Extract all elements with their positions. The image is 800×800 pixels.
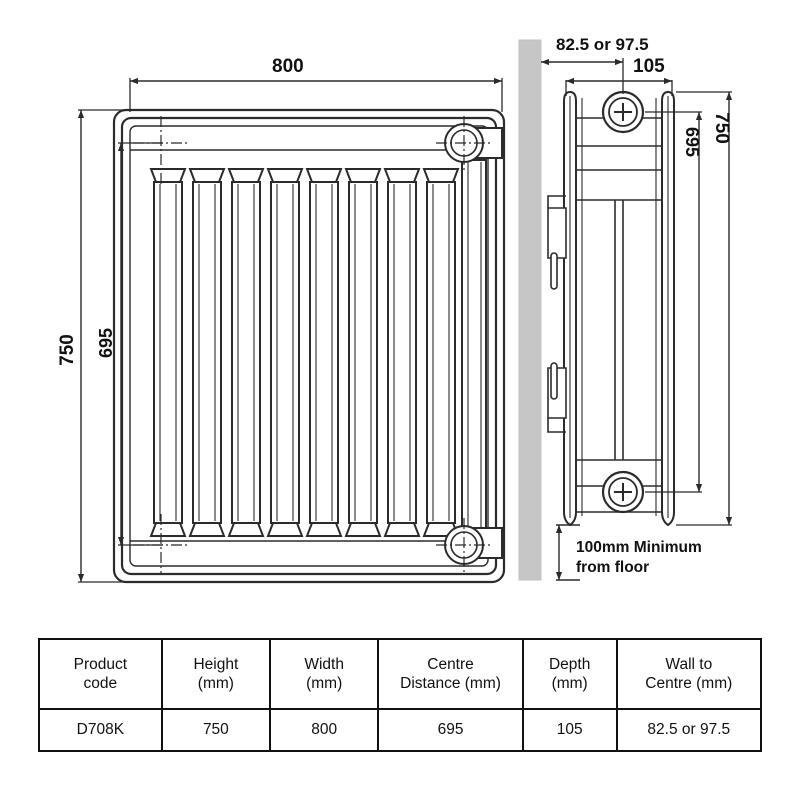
side-panel-right — [661, 90, 675, 527]
side-height-value: 750 — [711, 112, 732, 144]
dimension-centre-695: 695 — [96, 142, 163, 546]
side-bottom-port — [601, 470, 645, 514]
header-height: Height (mm) — [160, 638, 272, 710]
cell-height: 750 — [160, 708, 272, 752]
fin — [422, 168, 460, 537]
header-line1: Product — [73, 655, 128, 673]
side-top-port — [601, 90, 645, 134]
header-centre-distance: Centre Distance (mm) — [377, 638, 524, 710]
header-line2: (mm) — [551, 675, 588, 692]
front-top-port — [436, 116, 503, 171]
side-panel-left — [563, 90, 577, 527]
floor-note-line1: 100mm Minimum — [576, 539, 702, 556]
front-bottom-port — [436, 518, 503, 573]
dimension-side-height-750: 750 — [676, 91, 733, 526]
front-right-collector — [461, 159, 487, 541]
fin — [305, 168, 343, 537]
bracket-slot-upper — [550, 252, 558, 290]
dimension-height-750: 750 — [57, 109, 132, 583]
fin — [227, 168, 265, 537]
dimension-width-800: 800 — [129, 56, 503, 112]
dimension-depth-105: 105 — [565, 56, 673, 96]
fin-group — [149, 168, 460, 537]
fin — [266, 168, 304, 537]
wall-to-centre-value: 82.5 or 97.5 — [556, 35, 649, 54]
header-line1: Centre — [427, 655, 474, 673]
depth-value: 105 — [633, 56, 665, 77]
cell-width: 800 — [269, 708, 380, 752]
header-line2: (mm) — [306, 675, 343, 692]
header-depth: Depth (mm) — [521, 638, 618, 710]
fin — [344, 168, 382, 537]
dimension-wall-to-centre: 82.5 or 97.5 — [541, 35, 649, 94]
header-line2: Centre (mm) — [645, 675, 733, 692]
wall-surface — [518, 39, 542, 581]
header-line2: Distance (mm) — [400, 675, 501, 692]
centre-distance-value: 695 — [96, 328, 116, 358]
side-inner-body — [576, 98, 662, 516]
front-view: 800 750 695 — [57, 56, 506, 584]
side-bracket-upper — [547, 195, 567, 290]
side-centre-distance-value: 695 — [682, 127, 702, 157]
fin — [149, 168, 187, 537]
header-width: Width (mm) — [269, 638, 380, 710]
cell-wall-to-centre: 82.5 or 97.5 — [615, 708, 763, 752]
header-line1: Depth — [548, 655, 591, 673]
header-line2: code — [83, 675, 118, 692]
cell-centre-distance: 695 — [377, 708, 524, 752]
side-bracket-lower — [547, 362, 567, 433]
side-view: 82.5 or 97.5 105 750 695 — [541, 35, 733, 581]
fin — [383, 168, 421, 537]
header-product-code: Product code — [38, 638, 163, 710]
floor-clearance-note: 100mm Minimum from floor — [555, 524, 702, 581]
header-line1: Width — [304, 655, 344, 673]
header-line1: Height — [193, 655, 239, 673]
bracket-slot-lower — [550, 362, 558, 400]
header-line1: Wall to — [665, 655, 713, 673]
header-line2: (mm) — [197, 675, 234, 692]
dimension-side-centre-695: 695 — [645, 111, 703, 493]
fin — [188, 168, 226, 537]
cell-product-code: D708K — [38, 708, 163, 752]
table-row: D708K 750 800 695 105 82.5 or 97.5 — [38, 708, 763, 752]
table-header-row: Product code Height (mm) Width (mm) Cent… — [38, 638, 763, 710]
width-value: 800 — [272, 56, 304, 77]
height-value: 750 — [57, 334, 78, 366]
technical-drawing: 800 750 695 — [57, 35, 733, 584]
specification-table: Product code Height (mm) Width (mm) Cent… — [38, 638, 763, 752]
floor-note-line2: from floor — [576, 559, 649, 576]
cell-depth: 105 — [521, 708, 618, 752]
header-wall-to-centre: Wall to Centre (mm) — [615, 638, 763, 710]
